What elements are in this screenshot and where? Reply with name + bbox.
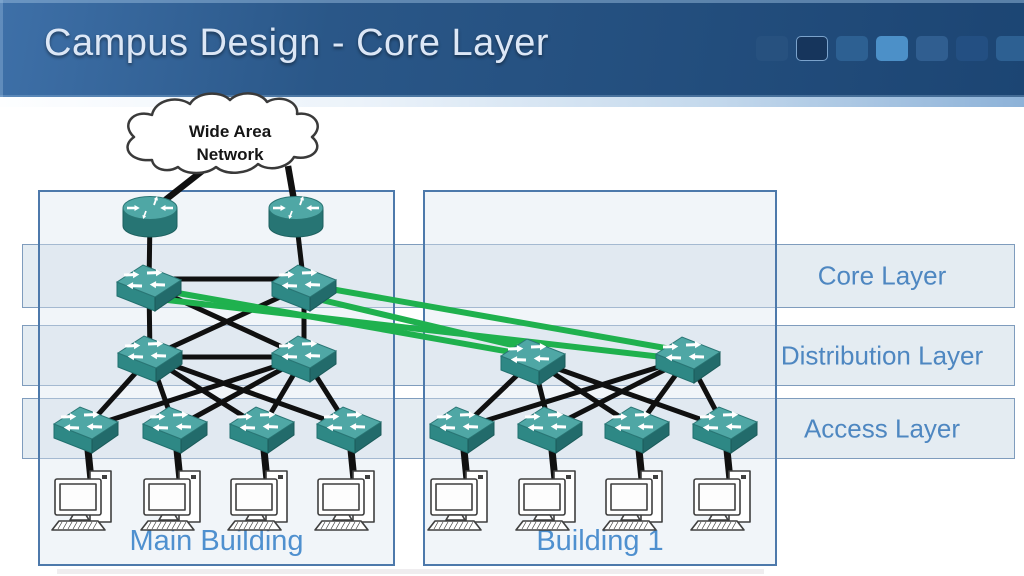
wan-label-line1: Wide Area: [189, 122, 272, 141]
workstation-icon: [427, 470, 488, 531]
workstation-icon: [602, 470, 663, 531]
deco-square: [756, 36, 788, 61]
workstation-icon: [690, 470, 751, 531]
distribution-switch-icon: [118, 336, 182, 382]
link-green-core1-dist4: [147, 295, 691, 363]
network-devices: [51, 195, 757, 531]
core-layer-label: Core Layer: [817, 260, 947, 291]
deco-square: [876, 36, 908, 61]
network-links-green: [147, 282, 691, 363]
deco-square: [836, 36, 868, 61]
deco-square: [796, 36, 828, 61]
workstation-icon: [314, 470, 375, 531]
link: [459, 355, 691, 431]
link: [147, 354, 352, 431]
deco-square: [956, 36, 988, 61]
access-switch-icon: [430, 407, 494, 453]
access-switch-icon: [317, 407, 381, 453]
access-layer-label: Access Layer: [803, 413, 961, 443]
workstation-icon: [227, 470, 288, 531]
workstation-icon: [140, 470, 201, 531]
header-decor-squares: [756, 36, 1024, 61]
deco-square: [996, 36, 1024, 61]
slide-footer-shadow: [57, 569, 764, 574]
distribution-layer-label: Distribution Layer: [780, 340, 984, 370]
wan-label-line2: Network: [196, 145, 264, 164]
link-green-core2-dist3: [302, 293, 536, 353]
access-switch-icon: [693, 407, 757, 453]
workstation-icon: [515, 470, 576, 531]
link: [83, 354, 307, 431]
distribution-switch-icon: [272, 336, 336, 382]
core-switch-icon: [117, 265, 181, 311]
link-green-core2-dist4: [305, 282, 691, 355]
deco-square: [916, 36, 948, 61]
workstation-icon: [51, 470, 112, 531]
link: [530, 357, 728, 431]
router-icon: [269, 195, 323, 237]
slide-title: Campus Design - Core Layer: [44, 22, 550, 64]
header-divider: [0, 97, 1024, 107]
wan-cloud: Wide Area Network: [126, 92, 319, 175]
access-switch-icon: [54, 407, 118, 453]
router-icon: [123, 195, 177, 237]
slide-header: Campus Design - Core Layer: [0, 0, 1024, 97]
cloud-shape: [126, 92, 319, 175]
distribution-switch-icon: [656, 337, 720, 383]
